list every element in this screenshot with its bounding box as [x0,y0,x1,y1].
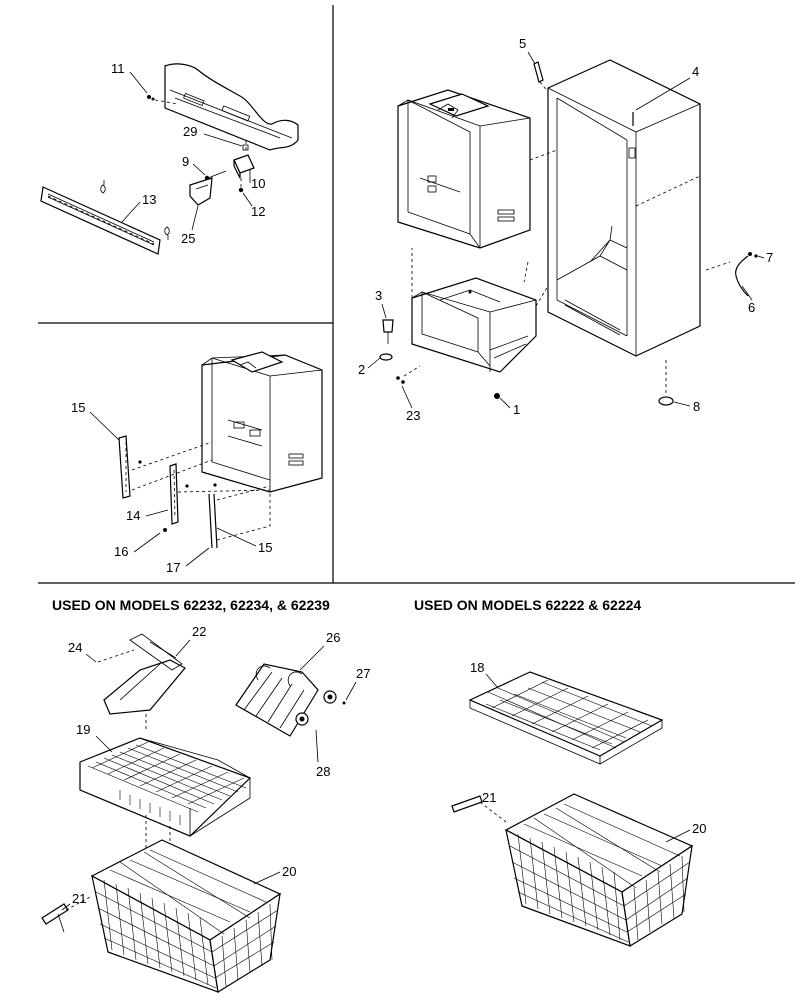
callout-3: 3 [375,288,382,303]
callout-20b: 20 [692,821,706,836]
header-left-models: USED ON MODELS 62232, 62234, & 62239 [52,597,330,613]
callout-11: 11 [111,61,125,76]
callout-16: 16 [114,544,128,559]
callout-27: 27 [356,666,370,681]
callout-6: 6 [748,300,755,315]
callout-8: 8 [693,399,700,414]
callout-24: 24 [68,640,82,655]
callout-22: 22 [192,624,206,639]
callout-21a: 21 [72,891,86,906]
callout-23: 23 [406,408,420,423]
callout-10: 10 [251,176,265,191]
callout-2: 2 [358,362,365,377]
callout-7: 7 [766,250,773,265]
callout-26: 26 [326,630,340,645]
bottom-left-callouts: 24 22 26 27 28 19 20 21 [61,624,370,911]
middle-left-callouts: 15 14 16 17 15 [71,400,272,575]
bottom-right-callouts: 18 21 20 [470,660,706,843]
callout-1: 1 [513,402,520,417]
callout-18: 18 [470,660,484,675]
callout-15b: 15 [258,540,272,555]
callout-29: 29 [183,124,197,139]
callout-15a: 15 [71,400,85,415]
left-models-accessories [41,633,346,993]
callout-28: 28 [316,764,330,779]
header-right-models: USED ON MODELS 62222 & 62224 [414,597,641,613]
callout-4: 4 [692,64,699,79]
callout-25: 25 [181,231,195,246]
liner-with-ladders [118,351,323,549]
callout-17: 17 [166,560,180,575]
callout-21b: 21 [482,790,496,805]
callout-5: 5 [519,36,526,51]
callout-12: 12 [251,204,265,219]
panel-dividers [38,5,795,584]
top-left-callouts: 11 29 9 10 12 13 25 [111,61,265,246]
callout-20a: 20 [282,864,296,879]
callout-19: 19 [76,722,90,737]
callout-13: 13 [142,192,156,207]
top-trim-assembly [40,63,299,255]
callout-9: 9 [182,154,189,169]
callout-14: 14 [126,508,140,523]
cabinet-assembly [379,59,758,406]
right-models-accessories [451,671,694,947]
top-right-callouts: 5 4 7 6 3 2 23 1 8 [358,36,773,423]
